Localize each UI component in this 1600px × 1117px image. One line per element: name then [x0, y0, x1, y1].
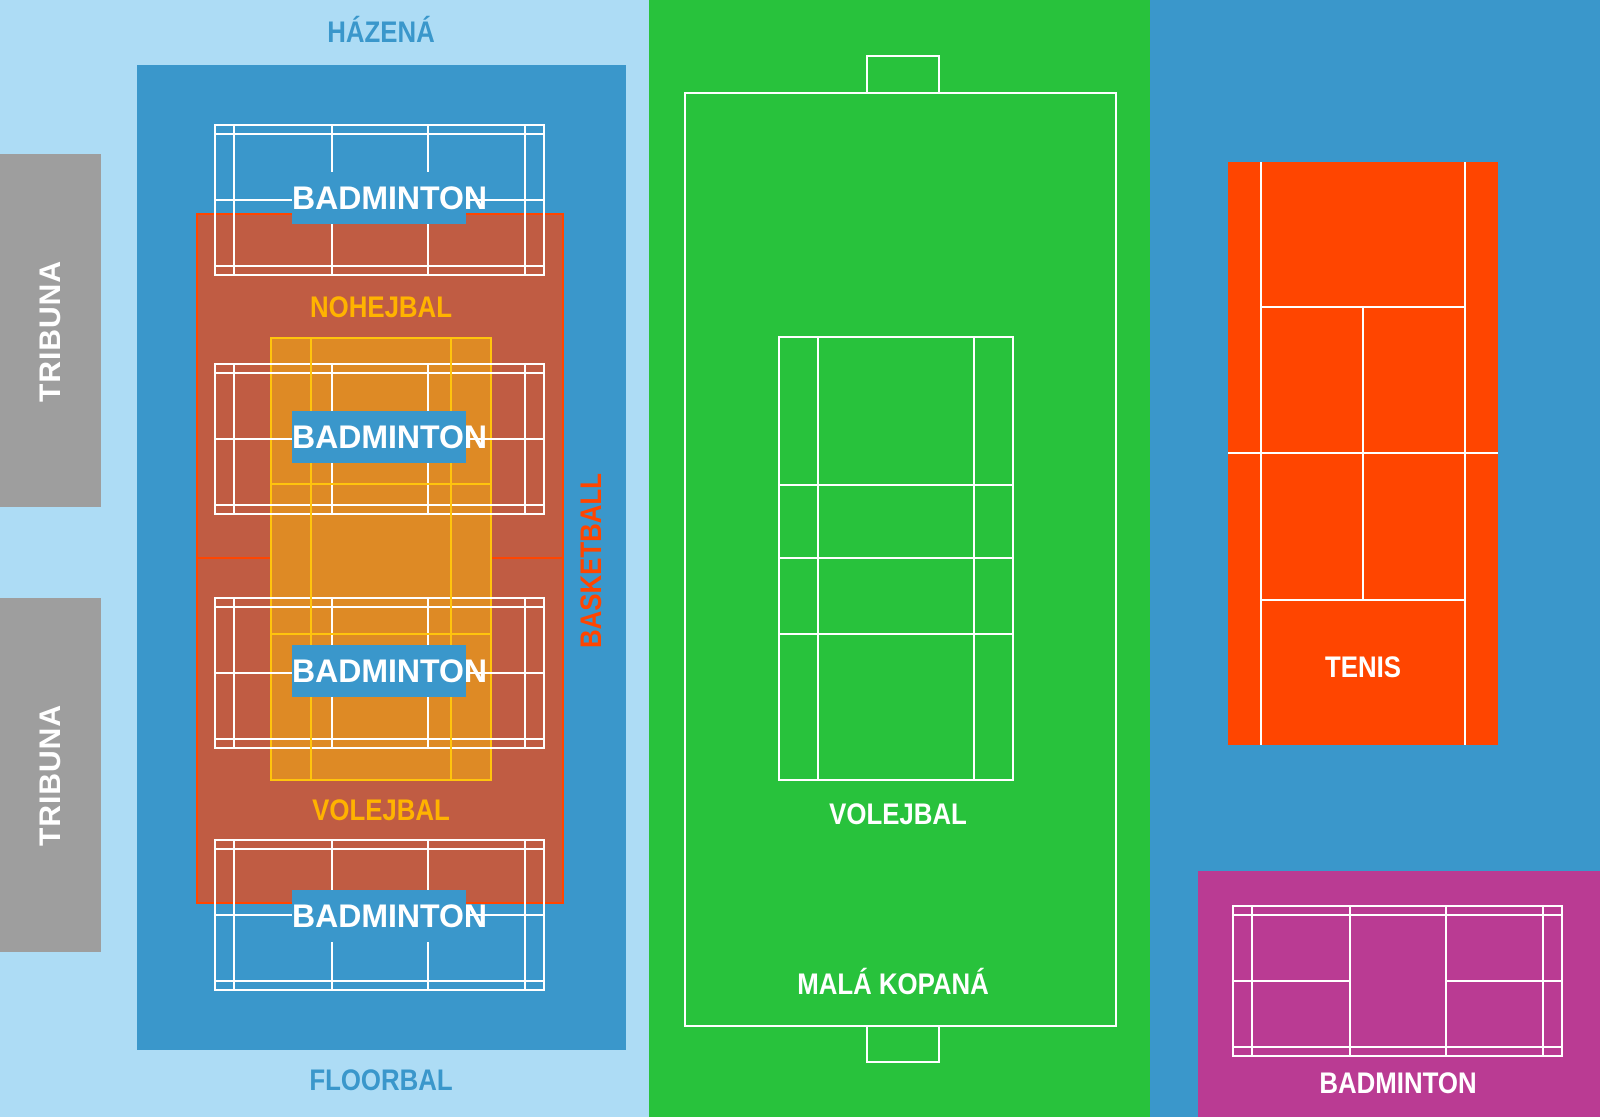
tennis-court-lines	[1228, 162, 1498, 745]
basketball-label: BASKETBALL	[575, 473, 608, 648]
badminton-right-label: BADMINTON	[1319, 1067, 1477, 1100]
badminton-label-1: BADMINTON	[292, 172, 487, 224]
badminton-right-area	[1198, 871, 1600, 1117]
tenis-label: TENIS	[1324, 651, 1401, 684]
mala-kopana-label: MALÁ KOPANÁ	[797, 968, 989, 1001]
nohejbal-court-lines	[270, 337, 492, 781]
tribuna-bottom: TRIBUNA	[0, 598, 101, 952]
football-field-lines	[684, 55, 1117, 1063]
badminton-label-2: BADMINTON	[292, 411, 487, 463]
badminton-court-4-lines	[214, 839, 545, 991]
badminton-label-4: BADMINTON	[292, 890, 487, 942]
badminton-label-3: BADMINTON	[292, 645, 487, 697]
volejbal-hall-label: VOLEJBAL	[312, 794, 450, 827]
volejbal-field-label: VOLEJBAL	[829, 798, 967, 831]
hazena-label: HÁZENÁ	[327, 16, 435, 49]
tribuna-top: TRIBUNA	[0, 154, 101, 507]
badminton-right-lines	[1232, 905, 1563, 1057]
nohejbal-label: NOHEJBAL	[310, 291, 452, 324]
floorbal-label: FLOORBAL	[309, 1064, 453, 1097]
